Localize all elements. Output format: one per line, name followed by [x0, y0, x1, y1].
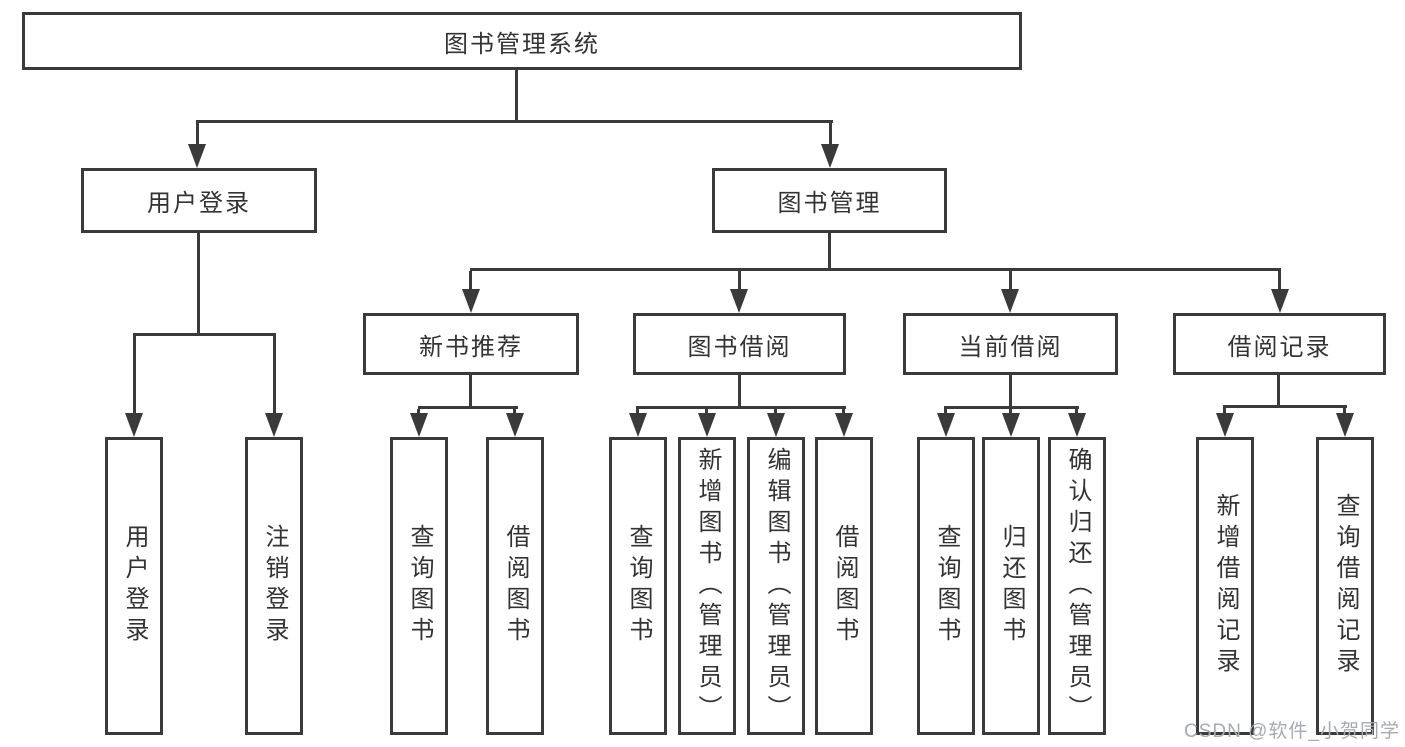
leaf-label: 编辑图书（管理员） — [763, 446, 790, 726]
connector-line — [829, 123, 832, 148]
connector-line — [417, 409, 420, 415]
connector-line — [133, 333, 276, 336]
connector-line — [1277, 375, 1280, 405]
connector-line — [418, 406, 518, 409]
leaf-label: 新增借阅记录 — [1212, 493, 1239, 679]
arrowhead-down-icon — [730, 289, 748, 313]
arrowhead-down-icon — [767, 413, 785, 437]
arrowhead-down-icon — [1001, 289, 1019, 313]
connector-line — [1075, 409, 1078, 415]
connector-line — [1223, 405, 1347, 408]
arrowhead-down-icon — [410, 413, 428, 437]
connector-line — [273, 336, 276, 418]
node-leaf-add-borrow-record: 新增借阅记录 — [1196, 437, 1254, 735]
arrowhead-down-icon — [265, 413, 283, 437]
node-leaf-logout: 注销登录 — [245, 437, 303, 735]
arrowhead-down-icon — [125, 413, 143, 437]
leaf-label: 查询借阅记录 — [1332, 493, 1359, 679]
csdn-watermark: CSDN @软件_小贺同学 — [1184, 721, 1400, 742]
leaf-label: 归还图书 — [998, 524, 1025, 648]
connector-line — [1009, 375, 1012, 406]
arrowhead-down-icon — [698, 413, 716, 437]
arrowhead-down-icon — [1068, 413, 1086, 437]
connector-line — [1343, 408, 1346, 415]
node-leaf-add-books-admin: 新增图书（管理员） — [678, 437, 736, 735]
node-leaf-query-books-recommend: 查询图书 — [390, 437, 448, 735]
node-book-management: 图书管理 — [712, 168, 947, 233]
leaf-label: 新增图书（管理员） — [694, 446, 721, 726]
leaf-label: 注销登录 — [261, 524, 288, 648]
connector-line — [738, 375, 741, 406]
node-leaf-user-login: 用户登录 — [105, 437, 163, 735]
arrowhead-down-icon — [1336, 413, 1354, 437]
connector-line — [469, 375, 472, 406]
arrowhead-down-icon — [937, 413, 955, 437]
node-leaf-edit-books-admin: 编辑图书（管理员） — [747, 437, 805, 735]
node-leaf-query-books-borrowing: 查询图书 — [609, 437, 667, 735]
node-leaf-return-books: 归还图书 — [982, 437, 1040, 735]
node-user-login: 用户登录 — [81, 168, 317, 233]
node-leaf-query-borrow-record: 查询借阅记录 — [1316, 437, 1374, 735]
leaf-label: 借阅图书 — [502, 524, 529, 648]
node-leaf-borrow-books-recommend: 借阅图书 — [486, 437, 544, 735]
arrowhead-down-icon — [1216, 413, 1234, 437]
leaf-label: 查询图书 — [625, 524, 652, 648]
arrowhead-down-icon — [506, 413, 524, 437]
node-current-borrowing: 当前借阅 — [903, 313, 1118, 375]
leaf-label: 用户登录 — [121, 524, 148, 648]
connector-line — [513, 409, 516, 415]
arrowhead-down-icon — [462, 289, 480, 313]
connector-line — [133, 336, 136, 418]
connector-line — [1009, 409, 1012, 415]
connector-line — [944, 409, 947, 415]
connector-line — [1009, 271, 1012, 291]
connector-line — [469, 271, 472, 291]
node-leaf-query-books-current: 查询图书 — [917, 437, 975, 735]
node-book-borrowing: 图书借阅 — [633, 313, 846, 375]
node-library-management-system: 图书管理系统 — [22, 12, 1022, 70]
connector-line — [705, 409, 708, 415]
connector-line — [636, 409, 639, 415]
node-leaf-confirm-return-admin: 确认归还（管理员） — [1048, 437, 1106, 735]
connector-line — [738, 271, 741, 291]
node-new-book-recommend: 新书推荐 — [363, 313, 579, 375]
arrowhead-down-icon — [1002, 413, 1020, 437]
connector-line — [197, 233, 200, 333]
arrowhead-down-icon — [835, 413, 853, 437]
arrowhead-down-icon — [821, 144, 839, 168]
connector-line — [196, 123, 199, 148]
arrowhead-down-icon — [1271, 289, 1289, 313]
connector-line — [636, 406, 846, 409]
connector-line — [842, 409, 845, 415]
connector-line — [1278, 271, 1281, 291]
leaf-label: 查询图书 — [406, 524, 433, 648]
arrowhead-down-icon — [629, 413, 647, 437]
connector-line — [196, 120, 833, 123]
connector-line — [944, 406, 1079, 409]
leaf-label: 查询图书 — [933, 524, 960, 648]
arrowhead-down-icon — [188, 144, 206, 168]
connector-line — [470, 268, 1281, 271]
connector-line — [774, 409, 777, 415]
connector-line — [515, 70, 518, 120]
node-borrowing-records: 借阅记录 — [1173, 313, 1386, 375]
leaf-label: 借阅图书 — [831, 524, 858, 648]
leaf-label: 确认归还（管理员） — [1064, 446, 1091, 726]
connector-line — [828, 233, 831, 268]
node-leaf-borrow-books: 借阅图书 — [815, 437, 873, 735]
connector-line — [1223, 408, 1226, 415]
